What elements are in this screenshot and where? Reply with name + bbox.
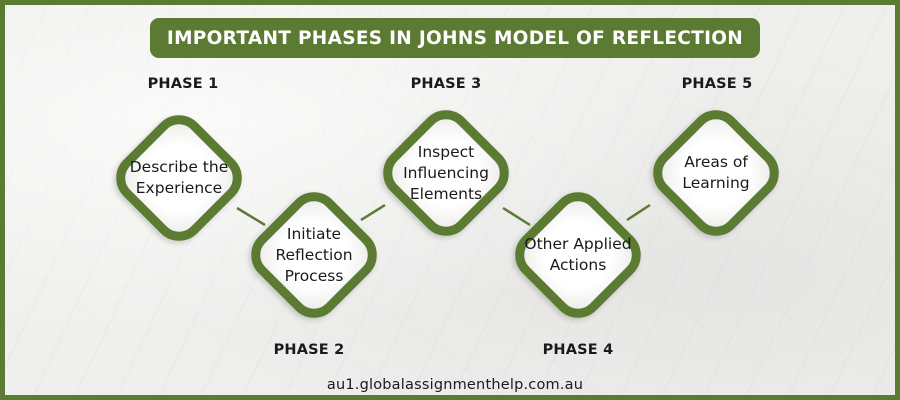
- phase-3-text: Inspect Influencing Elements: [403, 142, 489, 203]
- phase-2-node: Initiate Reflection Process: [238, 179, 390, 331]
- connector-2-3: [360, 203, 386, 222]
- phase-5-node: Areas of Learning: [640, 97, 792, 249]
- phase-2-label: PHASE 2: [273, 342, 345, 358]
- connector-lines: [236, 203, 651, 227]
- connector-4-5: [626, 203, 651, 222]
- connector-3-4: [502, 206, 531, 227]
- phase-4-node: Other Applied Actions: [502, 179, 654, 331]
- phase-1-label: PHASE 1: [147, 76, 219, 92]
- diagram-title: IMPORTANT PHASES IN JOHNS MODEL OF REFLE…: [166, 27, 744, 49]
- phase-4-text: Other Applied Actions: [524, 235, 632, 274]
- phase-1-text: Describe the Experience: [129, 158, 229, 197]
- phase-5-label: PHASE 5: [681, 76, 753, 92]
- phase-2-text: Initiate Reflection Process: [275, 224, 353, 285]
- phase-4-label: PHASE 4: [542, 342, 614, 358]
- connector-1-2: [236, 206, 266, 227]
- phase-1-node: Describe the Experience: [103, 102, 255, 254]
- phase-3-node: Inspect Influencing Elements: [370, 97, 522, 249]
- title-banner: IMPORTANT PHASES IN JOHNS MODEL OF REFLE…: [150, 18, 760, 58]
- phase-5-text: Areas of Learning: [682, 153, 750, 192]
- footer-url: au1.globalassignmenthelp.com.au: [326, 377, 584, 393]
- phase-3-label: PHASE 3: [410, 76, 482, 92]
